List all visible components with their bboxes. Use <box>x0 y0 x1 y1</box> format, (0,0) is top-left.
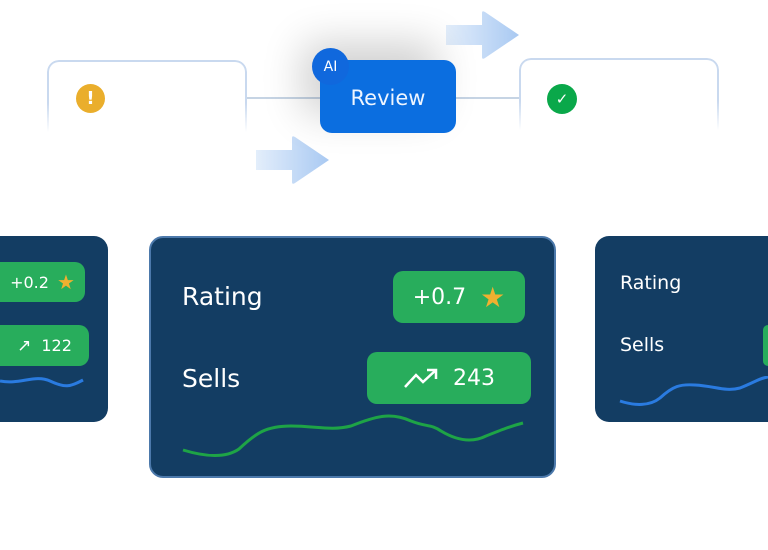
metrics-card-center: Rating +0.7 ★ Sells 243 <box>149 236 556 478</box>
star-icon: ★ <box>56 270 75 294</box>
sells-label: Sells <box>182 364 241 393</box>
sparkline <box>619 376 768 406</box>
check-icon: ✓ <box>547 84 577 114</box>
rating-value: +0.7 <box>412 284 467 310</box>
rating-value: +0.2 <box>10 272 49 292</box>
rating-pill: +0.7 ★ <box>393 271 525 323</box>
connector-line <box>247 97 321 99</box>
warning-icon: ! <box>76 84 105 113</box>
sells-value: 122 <box>41 336 72 355</box>
rating-label: Rating <box>620 272 682 294</box>
star-icon: ★ <box>480 280 506 314</box>
rating-label: Rating <box>182 282 263 311</box>
sells-pill <box>763 325 768 366</box>
arrow-right-icon <box>256 136 329 184</box>
sparkline <box>0 377 84 388</box>
ai-badge: AI <box>312 48 349 85</box>
metrics-card-left: +0.2 ★ ↗ 122 <box>0 236 108 422</box>
arrow-right-icon <box>446 11 519 59</box>
trend-up-icon <box>404 368 438 388</box>
sells-pill: 243 <box>367 352 531 404</box>
sparkline <box>182 414 524 457</box>
trend-up-icon: ↗ <box>17 335 32 356</box>
sells-value: 243 <box>453 365 495 391</box>
metrics-card-right: Rating Sells <box>595 236 768 422</box>
rating-pill: +0.2 ★ <box>0 262 85 302</box>
review-label: Review <box>350 86 426 110</box>
ai-badge-text: AI <box>323 58 338 75</box>
sells-label: Sells <box>620 334 665 356</box>
sells-pill: ↗ 122 <box>0 325 89 366</box>
pending-step-box <box>47 60 247 132</box>
connector-line <box>456 97 520 99</box>
approved-step-box <box>519 58 719 130</box>
